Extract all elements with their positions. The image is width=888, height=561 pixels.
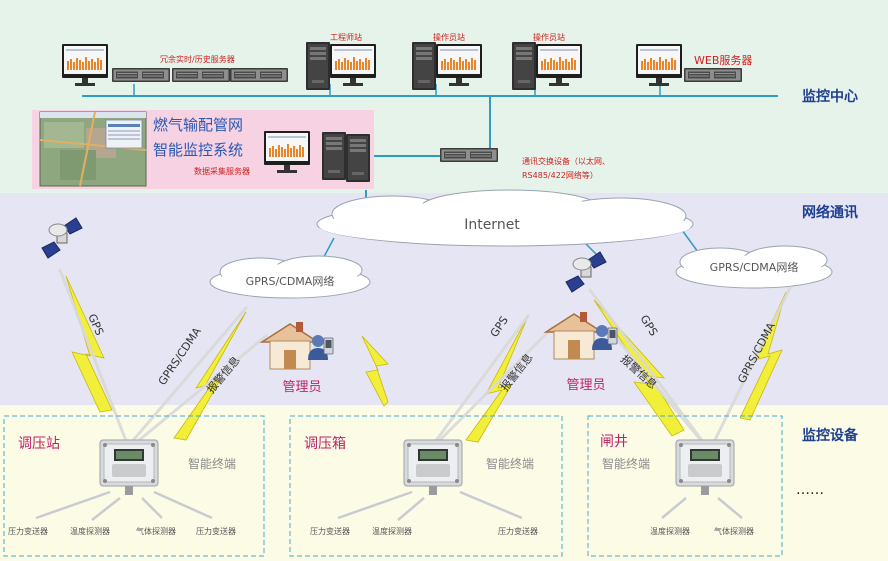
tower-pc-icon <box>306 42 330 90</box>
internet-to-gprs-right-line <box>681 229 699 253</box>
engineer-station: 工程师站 <box>306 32 376 90</box>
engineer-station-label: 工程师站 <box>330 32 362 42</box>
lightning-bolt-icon <box>739 291 787 421</box>
data-server-tower-icon <box>322 132 346 180</box>
more-devices-ellipsis: …… <box>796 482 824 498</box>
web-server-label: WEB服务器 <box>694 54 752 67</box>
rack-server-icon <box>171 67 231 83</box>
station-1-terminal-label: 智能终端 <box>188 456 236 471</box>
gis-map-screenshot <box>39 111 147 187</box>
rack-server-icon <box>229 67 289 83</box>
station-2-terminal-label: 智能终端 <box>486 456 534 471</box>
tower-pc-icon <box>512 42 536 90</box>
admin-label-right: 管理员 <box>566 378 605 393</box>
station-2-box <box>289 415 563 557</box>
sensor-label: 温度探测器 <box>70 526 110 536</box>
sensor-label: 气体探测器 <box>714 526 754 536</box>
web-server-group: WEB服务器 <box>636 44 752 86</box>
station-3-title: 闸井 <box>600 434 628 450</box>
lightning-bolt-icon <box>361 335 389 407</box>
station-1-box <box>3 415 265 557</box>
sensor-label: 压力变送器 <box>498 526 538 536</box>
system-title-line1: 燃气输配管网 <box>153 116 243 134</box>
station-1-title: 调压站 <box>18 436 60 452</box>
operator-station-2-label: 操作员站 <box>533 32 565 42</box>
sensor-label: 温度探测器 <box>650 526 690 536</box>
sensor-label: 压力变送器 <box>310 526 350 536</box>
internet-label: Internet <box>464 217 520 233</box>
internet-cloud <box>316 189 694 247</box>
zone-label-network: 网络通讯 <box>802 204 858 221</box>
comm-device-label-line2: RS485/422网络等） <box>522 170 598 180</box>
system-title-line2: 智能监控系统 <box>153 141 243 159</box>
gprs-cloud-right <box>675 245 833 289</box>
station-2-title: 调压箱 <box>304 436 346 452</box>
sensor-label: 气体探测器 <box>136 526 176 536</box>
rack-server-icon <box>683 67 743 83</box>
zone-label-devices: 监控设备 <box>802 427 859 444</box>
admin-label-left: 管理员 <box>282 380 321 395</box>
station-3-terminal-label: 智能终端 <box>602 456 650 471</box>
sensor-label: 压力变送器 <box>8 526 48 536</box>
operator-station-2: 操作员站 <box>512 32 582 90</box>
lightning-bolt-icon <box>593 299 685 437</box>
gprs-left-label: GPRS/CDMA网络 <box>246 274 335 288</box>
operator-station-1-label: 操作员站 <box>433 32 465 42</box>
redundant-servers-label: 冗余实时/历史服务器 <box>160 54 235 64</box>
signal-beams <box>58 268 792 448</box>
sensor-label: 压力变送器 <box>196 526 236 536</box>
comm-device-label-line1: 通讯交换设备（以太网、 <box>522 156 610 166</box>
comm-switch-icon <box>439 147 499 163</box>
zone-label-center: 监控中心 <box>802 88 858 105</box>
data-server-tower-icon <box>346 134 370 182</box>
gprs-right-label: GPRS/CDMA网络 <box>710 260 799 274</box>
sensor-arrows <box>35 490 743 521</box>
gprs-cloud-left <box>209 255 371 299</box>
data-server-label: 数据采集服务器 <box>194 166 250 176</box>
rack-server-icon <box>111 67 171 83</box>
station-3-box <box>587 415 783 557</box>
operator-station-1: 操作员站 <box>412 32 482 90</box>
sensor-label: 温度探测器 <box>372 526 412 536</box>
tower-pc-icon <box>412 42 436 90</box>
redundant-servers-group: 冗余实时/历史服务器 <box>62 44 289 86</box>
